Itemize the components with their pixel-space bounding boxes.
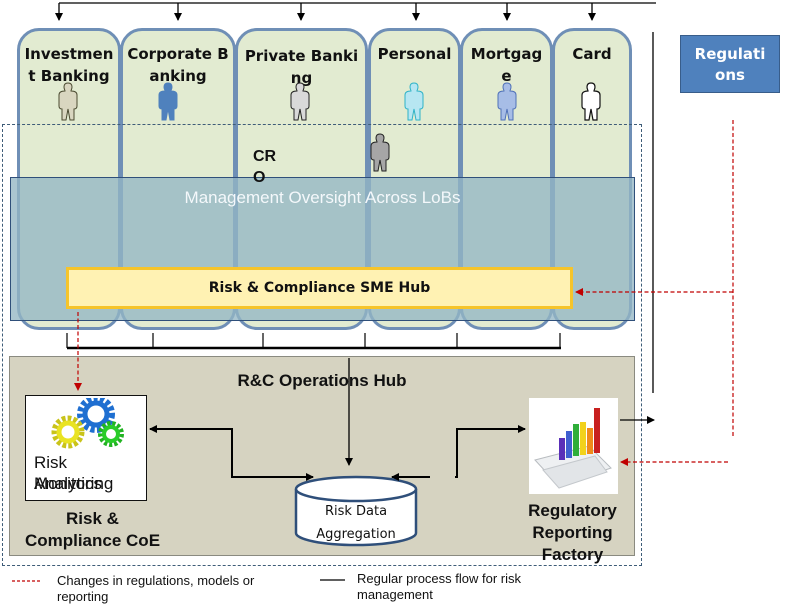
lob-label: Corporate Banking bbox=[127, 45, 229, 85]
person-icon-cro bbox=[370, 133, 390, 172]
lob-label: Card bbox=[572, 45, 612, 63]
regulatory-reporting-label: Regulatory Reporting Factory bbox=[528, 501, 617, 564]
risk-analytics-label-line1: Risk bbox=[34, 453, 68, 472]
bar-chart-icon bbox=[534, 408, 612, 489]
lob-label: Investment Banking bbox=[24, 45, 114, 85]
cro-label: CRO bbox=[253, 148, 277, 186]
risk-analytics-box bbox=[25, 395, 147, 501]
database-icon bbox=[294, 475, 418, 547]
risk-data-aggregation-line2: Aggregation bbox=[316, 527, 396, 542]
sme-hub-box: Risk & Compliance SME Hub bbox=[66, 267, 573, 309]
risk-data-aggregation-label: Risk Data Aggregation bbox=[296, 500, 416, 546]
legend-change-flow-label: Changes in regulations, models or report… bbox=[57, 573, 255, 604]
lob-bracket bbox=[66, 333, 561, 350]
lob-label: Mortgage bbox=[470, 45, 543, 85]
gear-yellow bbox=[51, 415, 85, 449]
legend-regular-flow-label: Regular process flow for risk management bbox=[357, 571, 521, 602]
top-distribution-arrows bbox=[55, 2, 656, 21]
person-icon-investment bbox=[58, 82, 78, 121]
regulations-label: Regulations bbox=[694, 45, 766, 84]
lob-label: Private Banking bbox=[244, 47, 359, 87]
management-oversight-label: Management Oversight Across LoBs bbox=[184, 188, 461, 207]
person-icon-corporate bbox=[158, 82, 178, 121]
gear-blue bbox=[77, 398, 115, 433]
operations-hub-label: R&C Operations Hub bbox=[237, 371, 407, 390]
risk-monitoring-label: Monitoring bbox=[34, 474, 114, 493]
person-icon-mortgage bbox=[497, 82, 517, 121]
person-icon-card bbox=[581, 82, 601, 121]
risk-data-aggregation-line1: Risk Data bbox=[324, 504, 388, 519]
reporting-chart-icon-box bbox=[529, 398, 618, 494]
coe-label: Risk & Compliance CoE bbox=[24, 509, 161, 550]
risk-analytics-label-analytics: Analytics bbox=[34, 474, 103, 493]
regulations-box: Regulations bbox=[680, 35, 780, 93]
person-icon-personal bbox=[404, 82, 424, 121]
lob-label: Personal bbox=[377, 45, 452, 63]
gear-green bbox=[98, 421, 124, 447]
sme-hub-label: Risk & Compliance SME Hub bbox=[208, 280, 431, 296]
person-icon-private bbox=[290, 82, 310, 121]
gears-icon bbox=[51, 398, 124, 449]
